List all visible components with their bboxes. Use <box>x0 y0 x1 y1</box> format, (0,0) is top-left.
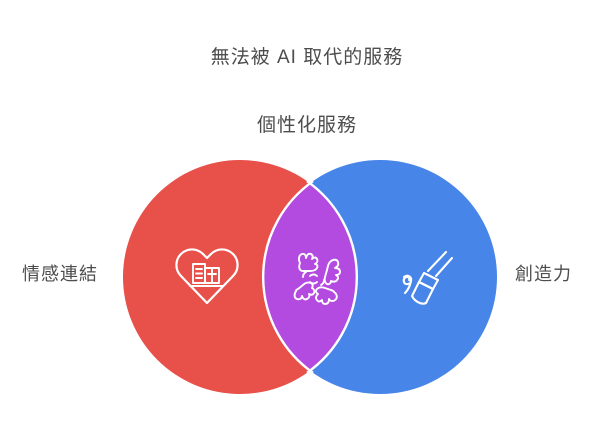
overlap-label: 個性化服務 <box>256 115 357 136</box>
right-set-label: 創造力 <box>515 264 572 284</box>
overlap-region[interactable] <box>263 160 497 394</box>
teamwork-hands-icon <box>293 252 341 305</box>
paintbrush-icon <box>402 250 454 305</box>
lens-outline <box>262 180 358 374</box>
heart-with-building-icon <box>175 248 239 305</box>
left-set-label: 情感連結 <box>22 264 98 284</box>
page-title: 無法被 AI 取代的服務 <box>210 47 404 68</box>
